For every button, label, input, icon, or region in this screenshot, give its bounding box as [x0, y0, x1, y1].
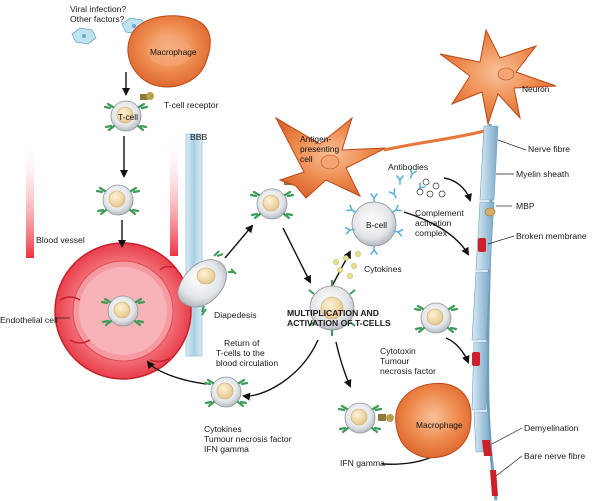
- bbb-label: BBB: [190, 132, 207, 142]
- diapedesis-cell: [177, 250, 237, 316]
- antigen-presenting-cell: [274, 116, 489, 199]
- arrow-cytotoxin: [445, 337, 470, 364]
- multiplication-label-line2: ACTIVATION OF T-CELLS: [287, 318, 391, 328]
- antibodies-label: Antibodies: [388, 162, 428, 172]
- arrow-to-bottom-tcell: [335, 341, 352, 388]
- complement-label-line3: complex: [415, 228, 448, 238]
- blood-vessel-label: Blood vessel: [36, 235, 85, 245]
- t-cell-multiplying: [308, 280, 356, 336]
- arrow-to-multiplication: [282, 227, 311, 284]
- neuron-label: Neuron: [522, 84, 550, 94]
- macrophage-top: [127, 15, 211, 88]
- cytotoxin-label-line3: necrosis factor: [380, 366, 436, 376]
- myelin-sheath-label: Myelin sheath: [516, 169, 569, 179]
- cytotoxin-lesion: [472, 352, 480, 366]
- other-factors-label: Other factors?: [70, 14, 125, 24]
- neuron: [439, 28, 557, 126]
- macrophage-bottom-label: Macrophage: [416, 420, 463, 430]
- arrow-complement: [403, 211, 470, 256]
- t-cell-receptor-complex: [140, 92, 154, 100]
- mbp-marker: [484, 207, 496, 217]
- b-cell: [344, 193, 404, 255]
- return-label-line1: Return of: [224, 338, 260, 348]
- tcell-macrophage-contact: [378, 414, 394, 422]
- cytokines-bottom-line1: Cytokines: [204, 424, 242, 434]
- cytotoxin-label-line2: Tumour: [380, 356, 409, 366]
- diapedesis-label: Diapedesis: [214, 310, 257, 320]
- return-label-line3: blood circulation: [216, 358, 278, 368]
- macrophage-top-label: Macrophage: [150, 47, 197, 57]
- cytokines-mid-label: Cytokines: [364, 264, 402, 274]
- complement-label-line2: activation: [415, 218, 452, 228]
- apc-label-line2: presenting: [300, 144, 339, 154]
- bare-nerve-fibre-label: Bare nerve fibre: [524, 451, 585, 461]
- macrophage-bottom: [395, 382, 472, 459]
- b-cell-label: B-cell: [366, 220, 387, 230]
- complement-label-line1: Complement: [415, 208, 464, 218]
- t-cell-descending: [95, 183, 141, 217]
- nerve-fibre-label: Nerve fibre: [528, 144, 570, 154]
- t-cell-cytotoxic: [413, 301, 459, 335]
- t-cell-label: T-cell: [118, 112, 138, 122]
- arrow-diapedesis-up: [224, 224, 254, 259]
- vessel-wall-left: [26, 138, 34, 258]
- arrow-antibody-mbp: [443, 177, 472, 202]
- cytokine-particles: [333, 251, 361, 279]
- cytotoxin-label-line1: Cytotoxin: [380, 346, 416, 356]
- endothelial-cell-label: Endothelial cell: [0, 315, 58, 325]
- arrow-to-return-cell: [242, 339, 319, 401]
- t-cell-bottom: [337, 401, 383, 435]
- ifn-gamma-label: IFN gamma: [340, 458, 385, 468]
- t-cell-with-apc: [249, 187, 295, 221]
- broken-membrane-lesion: [478, 238, 486, 252]
- arrow-return-circulation: [146, 360, 207, 385]
- t-cell-in-vessel: [100, 294, 146, 328]
- demyelination-label: Demyelination: [524, 423, 579, 433]
- t-cell-receptor-label: T-cell receptor: [164, 100, 219, 110]
- cytokines-bottom-line2: Tumour necrosis factor: [204, 434, 292, 444]
- broken-membrane-label: Broken membrane: [516, 231, 587, 241]
- vessel-wall-right: [170, 134, 178, 256]
- complement-complex: [416, 178, 446, 198]
- mbp-label: MBP: [516, 201, 535, 211]
- demyelination-lesion: [482, 440, 492, 456]
- cytokines-bottom-line3: IFN gamma: [204, 444, 249, 454]
- return-label-line2: T-cells to the: [216, 348, 265, 358]
- bare-nerve-fibre-lesion: [490, 470, 498, 496]
- apc-label-line3: cell: [300, 154, 313, 164]
- apc-label-line1: Antigen-: [300, 134, 331, 144]
- t-cell-return: [203, 375, 249, 409]
- viral-infection-label: Viral infection?: [70, 4, 126, 14]
- multiplication-label-line1: MULTIPLICATION AND: [287, 308, 379, 318]
